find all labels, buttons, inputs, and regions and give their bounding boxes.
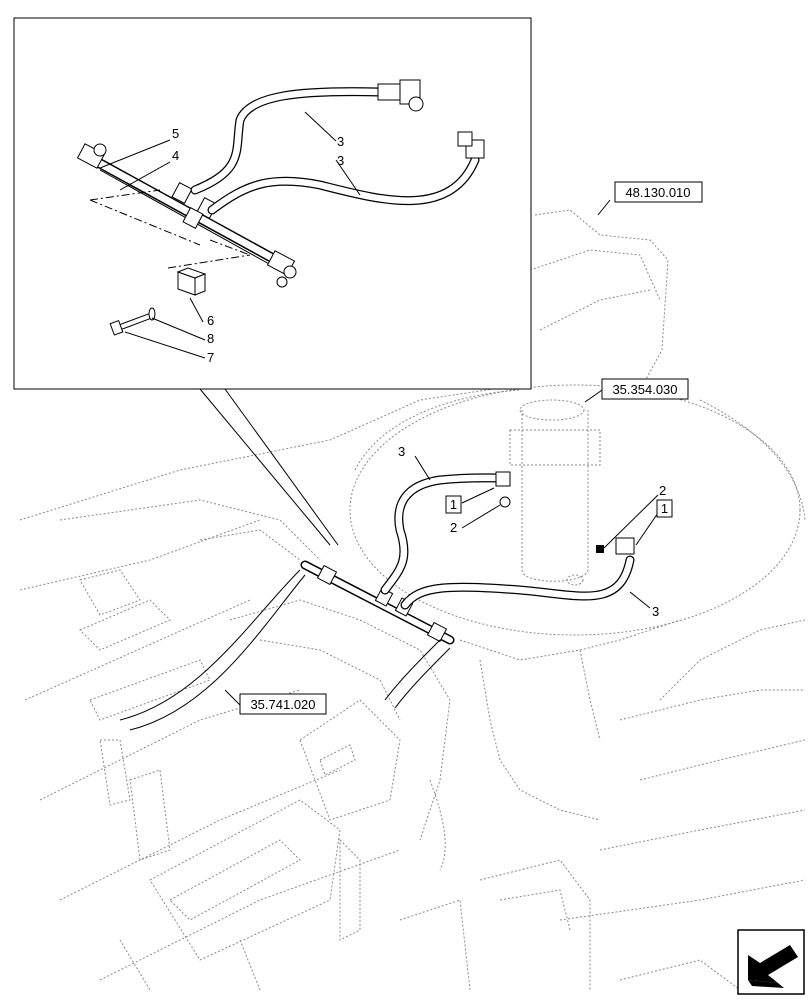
callout-2-right: 2 <box>659 483 666 498</box>
direction-arrow-icon[interactable] <box>737 929 805 995</box>
inset-callouts: 5 4 3 3 6 8 7 <box>172 126 344 365</box>
callout-2-left: 2 <box>450 520 457 535</box>
callout-3-lower: 3 <box>337 153 344 168</box>
callout-box-1-right: 1 <box>656 499 673 518</box>
reference-35-741-020-label: 35.741.020 <box>250 697 315 712</box>
reference-35-354-030[interactable]: 35.354.030 <box>601 378 689 400</box>
inset-hose-assembly <box>76 79 485 359</box>
main-hose-assembly <box>119 199 661 731</box>
reference-35-741-020[interactable]: 35.741.020 <box>239 693 327 715</box>
callout-4: 4 <box>172 148 179 163</box>
callout-5: 5 <box>172 126 179 141</box>
callout-6: 6 <box>207 313 214 328</box>
svg-text:1: 1 <box>661 501 668 516</box>
callout-box-1-left: 1 <box>445 495 462 514</box>
detail-inset <box>13 17 532 546</box>
main-callouts: 3 3 2 2 <box>398 444 666 619</box>
filter-canister <box>509 399 601 586</box>
callout-3-left: 3 <box>398 444 405 459</box>
callout-8: 8 <box>207 331 214 346</box>
reference-35-354-030-label: 35.354.030 <box>612 382 677 397</box>
callout-7: 7 <box>207 350 214 365</box>
reference-48-130-010[interactable]: 48.130.010 <box>614 181 703 203</box>
svg-text:1: 1 <box>450 497 457 512</box>
callout-3-right: 3 <box>652 604 659 619</box>
reference-48-130-010-label: 48.130.010 <box>625 185 690 200</box>
callout-3-upper: 3 <box>337 134 344 149</box>
